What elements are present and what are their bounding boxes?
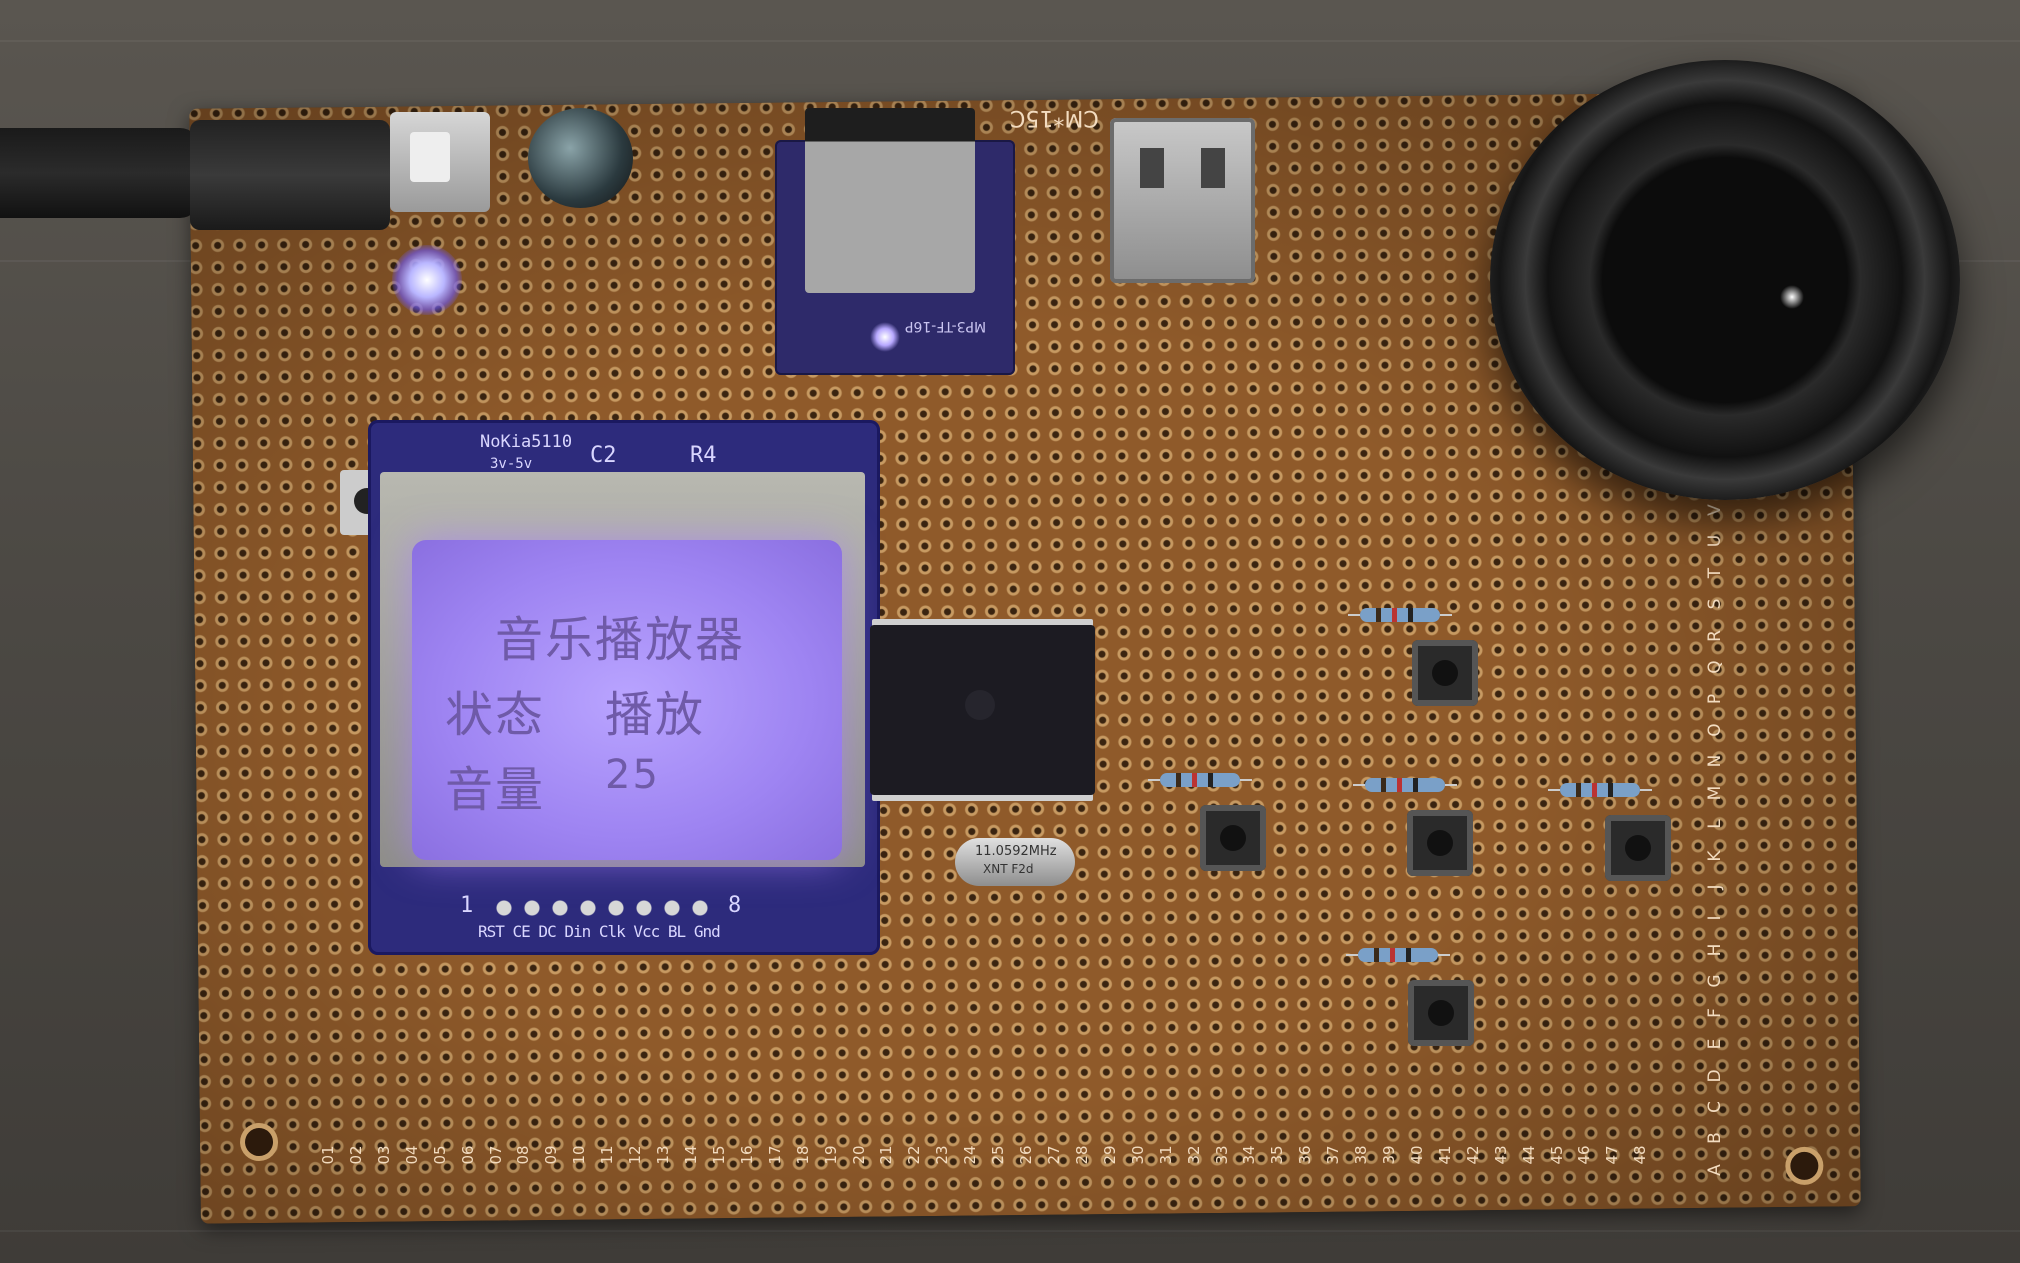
pcb-row-letter: P <box>1705 693 1725 704</box>
lcd-screen <box>412 540 842 860</box>
button-right[interactable] <box>1605 815 1671 881</box>
power-switch[interactable] <box>390 112 490 212</box>
lcd-volume-label: 音量 <box>445 762 546 818</box>
tf-card-slot[interactable] <box>805 108 975 293</box>
mp3-module-label: MP3-TF-16P <box>905 318 987 334</box>
resistor <box>1548 783 1652 797</box>
pcb-row-letter: C <box>1705 1101 1725 1113</box>
lcd-voltage-silk: 3v-5v <box>490 456 533 472</box>
pcb-column-number: 48 <box>1631 1145 1650 1165</box>
resistor <box>1348 608 1452 622</box>
lcd-pin-start: 1 <box>460 893 474 918</box>
lcd-status-value: 播放 <box>605 687 706 743</box>
lcd-pin-end: 8 <box>728 893 742 918</box>
pcb-row-letter: N <box>1705 755 1725 768</box>
pcb-row-letter: Q <box>1705 660 1725 674</box>
pcb-row-letter: M <box>1705 785 1725 801</box>
button-down[interactable] <box>1408 980 1474 1046</box>
pcb-row-letter: H <box>1705 943 1725 957</box>
lcd-pin-labels: RST CE DC Din Clk Vcc BL Gnd <box>478 922 721 941</box>
mount-hole <box>244 1127 274 1157</box>
lcd-model-silk: NoKia5110 <box>480 432 573 452</box>
lcd-c2-silk: C2 <box>590 443 617 468</box>
mp3-status-led <box>870 322 900 352</box>
power-cable <box>0 128 200 218</box>
pcb-row-letter: U <box>1705 535 1725 548</box>
lcd-status-label: 状态 <box>445 687 546 743</box>
pcb-row-letter: R <box>1705 629 1725 642</box>
crystal-oscillator: 11.0592MHz XNT F2d <box>955 838 1075 886</box>
pcb-row-letter: S <box>1705 598 1725 610</box>
resistor <box>1346 948 1450 962</box>
speaker <box>1490 60 1960 500</box>
chip-notch <box>965 690 995 720</box>
pcb-row-letter: F <box>1705 1007 1725 1018</box>
pcb-row-letter: L <box>1705 819 1725 829</box>
lcd-r4-silk: R4 <box>690 443 717 468</box>
crystal-frequency: 11.0592MHz <box>975 844 1057 859</box>
pcb-row-letter: A <box>1705 1164 1725 1176</box>
pcb-row-letter: I <box>1705 915 1725 921</box>
pcb-row-letter: T <box>1705 567 1725 579</box>
pcb-row-letter: D <box>1705 1069 1725 1083</box>
usb-port[interactable] <box>1110 118 1255 283</box>
pcb-row-letter: G <box>1705 974 1725 988</box>
electrolytic-capacitor <box>528 108 633 208</box>
crystal-marking: XNT F2d <box>983 862 1034 876</box>
dc-power-jack <box>190 120 390 230</box>
resistor <box>1353 778 1457 792</box>
pcb-row-letter: K <box>1705 850 1725 862</box>
mount-hole <box>1790 1151 1819 1181</box>
pcb-row-letter: O <box>1705 723 1725 737</box>
speaker-highlight <box>1780 285 1804 309</box>
button-up[interactable] <box>1412 640 1478 706</box>
pcb-row-letter: B <box>1705 1132 1725 1145</box>
pcb-top-silkscreen: CM*15C <box>1010 105 1099 130</box>
lcd-volume-value: 25 <box>605 752 660 798</box>
button-left[interactable] <box>1200 805 1266 871</box>
pcb-row-letter: E <box>1705 1038 1725 1050</box>
power-led <box>392 245 462 315</box>
button-center[interactable] <box>1407 810 1473 876</box>
lcd-pin-header <box>490 898 720 918</box>
pcb-row-letter: J <box>1705 884 1725 890</box>
resistor <box>1148 773 1252 787</box>
lcd-title: 音乐播放器 <box>495 612 746 668</box>
